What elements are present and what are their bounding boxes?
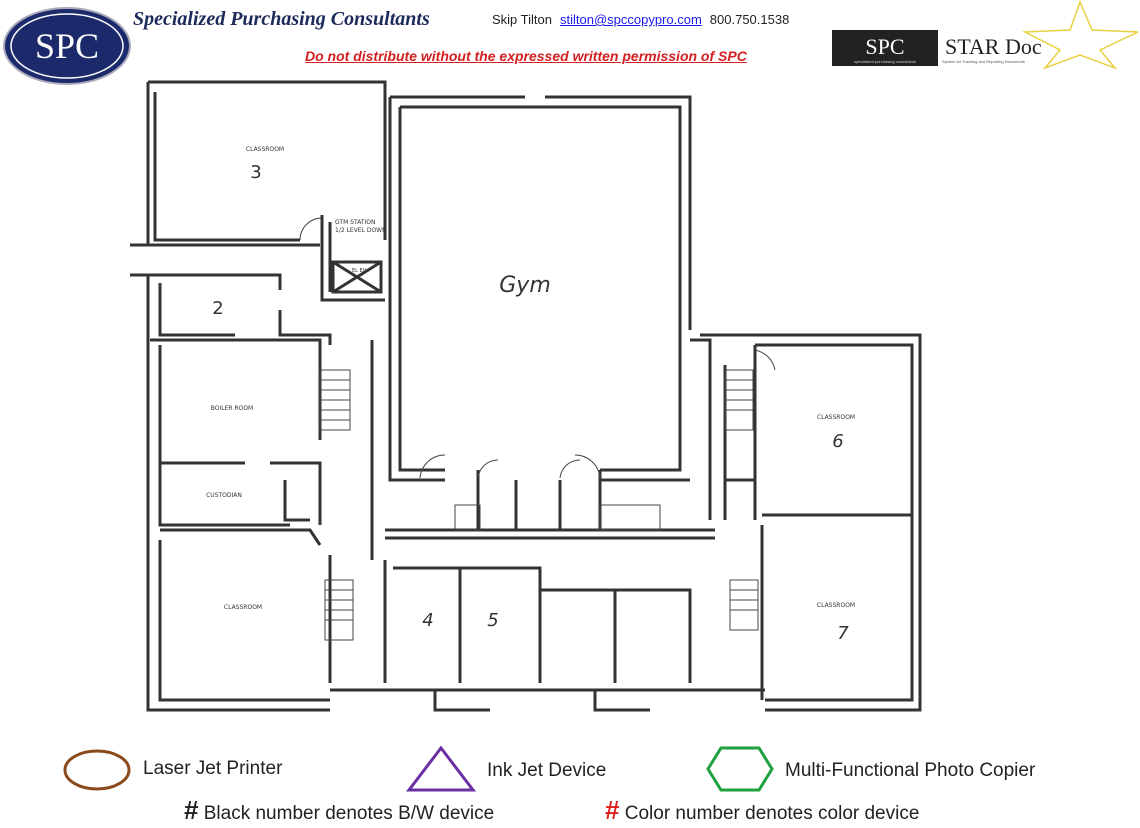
- room-label: CLASSROOM: [817, 602, 855, 609]
- room-number: 5: [487, 610, 498, 631]
- room-label: BOILER ROOM: [211, 405, 254, 412]
- spc-logo: SPC: [3, 7, 131, 85]
- black-hash-icon: #: [184, 795, 199, 825]
- contact-name: Skip Tilton: [492, 12, 552, 27]
- room-label: CLASSROOM: [224, 604, 262, 611]
- inkjet-triangle-icon: [405, 745, 477, 792]
- legend-bw: # Black number denotes B/W device: [184, 795, 494, 826]
- company-name: Specialized Purchasing Consultants: [133, 8, 430, 30]
- contact-phone: 800.750.1538: [709, 12, 790, 27]
- svg-text:SPC: SPC: [35, 26, 99, 66]
- room-label: 1/2 LEVEL DOWN: [335, 227, 387, 234]
- star-doc-logo: SPC specialized purchasing consultants S…: [832, 0, 1139, 70]
- room-label: CUSTODIAN: [206, 492, 242, 499]
- room-number: 3: [250, 162, 261, 183]
- color-hash-icon: #: [605, 795, 620, 825]
- svg-text:specialized purchasing consult: specialized purchasing consultants: [854, 59, 916, 64]
- room-number: 6: [832, 431, 843, 452]
- bw-note: Black number denotes B/W device: [203, 803, 495, 824]
- walls: [130, 80, 922, 712]
- svg-text:System for Tracking and Report: System for Tracking and Reporting Docume…: [942, 59, 1025, 64]
- legend-inkjet: Ink Jet Device: [487, 760, 607, 781]
- room-labels: CLASSROOM 3 GTM STATION 1/2 LEVEL DOWN E…: [206, 146, 855, 644]
- contact-info: Skip Tilton stilton@spccopypro.com 800.750…: [492, 12, 789, 27]
- room-label: CLASSROOM: [246, 146, 284, 153]
- svg-text:STAR Doc: STAR Doc: [945, 34, 1042, 59]
- legend-laser: Laser Jet Printer: [143, 758, 283, 779]
- distribution-warning: Do not distribute without the expressed …: [305, 48, 747, 64]
- room-number: 7: [837, 623, 849, 644]
- svg-text:SPC: SPC: [865, 34, 904, 59]
- mfp-hexagon-icon: [706, 746, 774, 792]
- room-label: Gym: [499, 273, 551, 298]
- laser-printer-oval-icon: [63, 749, 131, 791]
- room-label: EL EV.: [352, 268, 367, 274]
- room-label: GTM STATION: [335, 219, 375, 226]
- legend-mfp: Multi-Functional Photo Copier: [785, 760, 1036, 781]
- stairs: [299, 217, 776, 641]
- room-label: CLASSROOM: [817, 414, 855, 421]
- floor-plan: CLASSROOM 3 GTM STATION 1/2 LEVEL DOWN E…: [130, 80, 922, 712]
- contact-email-link[interactable]: stilton@spccopypro.com: [559, 12, 702, 27]
- room-number: 4: [422, 610, 433, 631]
- room-number: 2: [212, 298, 223, 319]
- legend-color: # Color number denotes color device: [605, 795, 919, 826]
- color-note: Color number denotes color device: [624, 803, 920, 824]
